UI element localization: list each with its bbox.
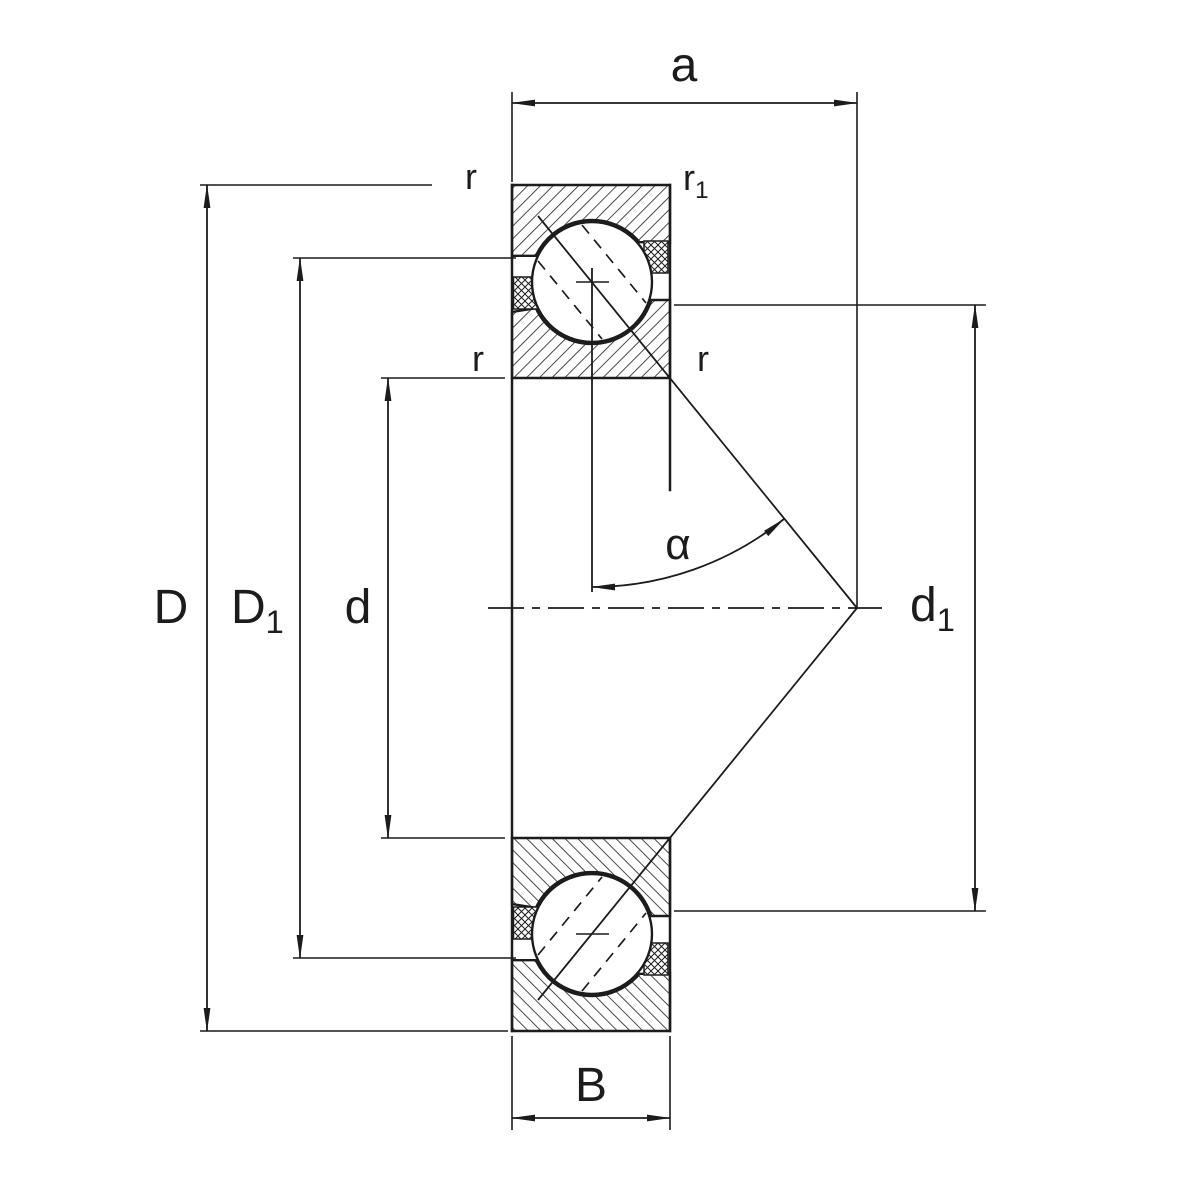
inner-ring-section xyxy=(510,298,672,380)
label-a: a xyxy=(671,39,698,92)
dimension-d1: d1 xyxy=(674,304,986,912)
label-D1: D1 xyxy=(231,581,284,640)
label-D: D xyxy=(154,581,189,634)
contact-angle-line-top xyxy=(537,215,858,609)
label-r-top-left: r xyxy=(465,156,477,197)
dimension-alpha: α xyxy=(591,518,785,591)
label-d1: d1 xyxy=(910,579,955,638)
contact-angle-line-bottom xyxy=(537,607,858,1001)
label-alpha: α xyxy=(665,520,690,569)
dimension-D: D xyxy=(154,184,508,1032)
dimension-D1: D1 xyxy=(231,257,516,959)
outer-ring-section xyxy=(510,183,672,257)
label-r1-top-right: r1 xyxy=(683,157,709,204)
ball-dash-chord xyxy=(581,224,647,304)
label-r-mid-left: r xyxy=(472,338,484,379)
label-r-mid-right: r xyxy=(697,338,709,379)
dimension-a: a xyxy=(511,39,858,608)
dimension-B: B xyxy=(511,1036,671,1130)
label-d: d xyxy=(345,581,372,634)
angle-arc xyxy=(591,518,785,591)
label-B: B xyxy=(575,1059,607,1112)
dimension-d: d xyxy=(345,377,505,839)
